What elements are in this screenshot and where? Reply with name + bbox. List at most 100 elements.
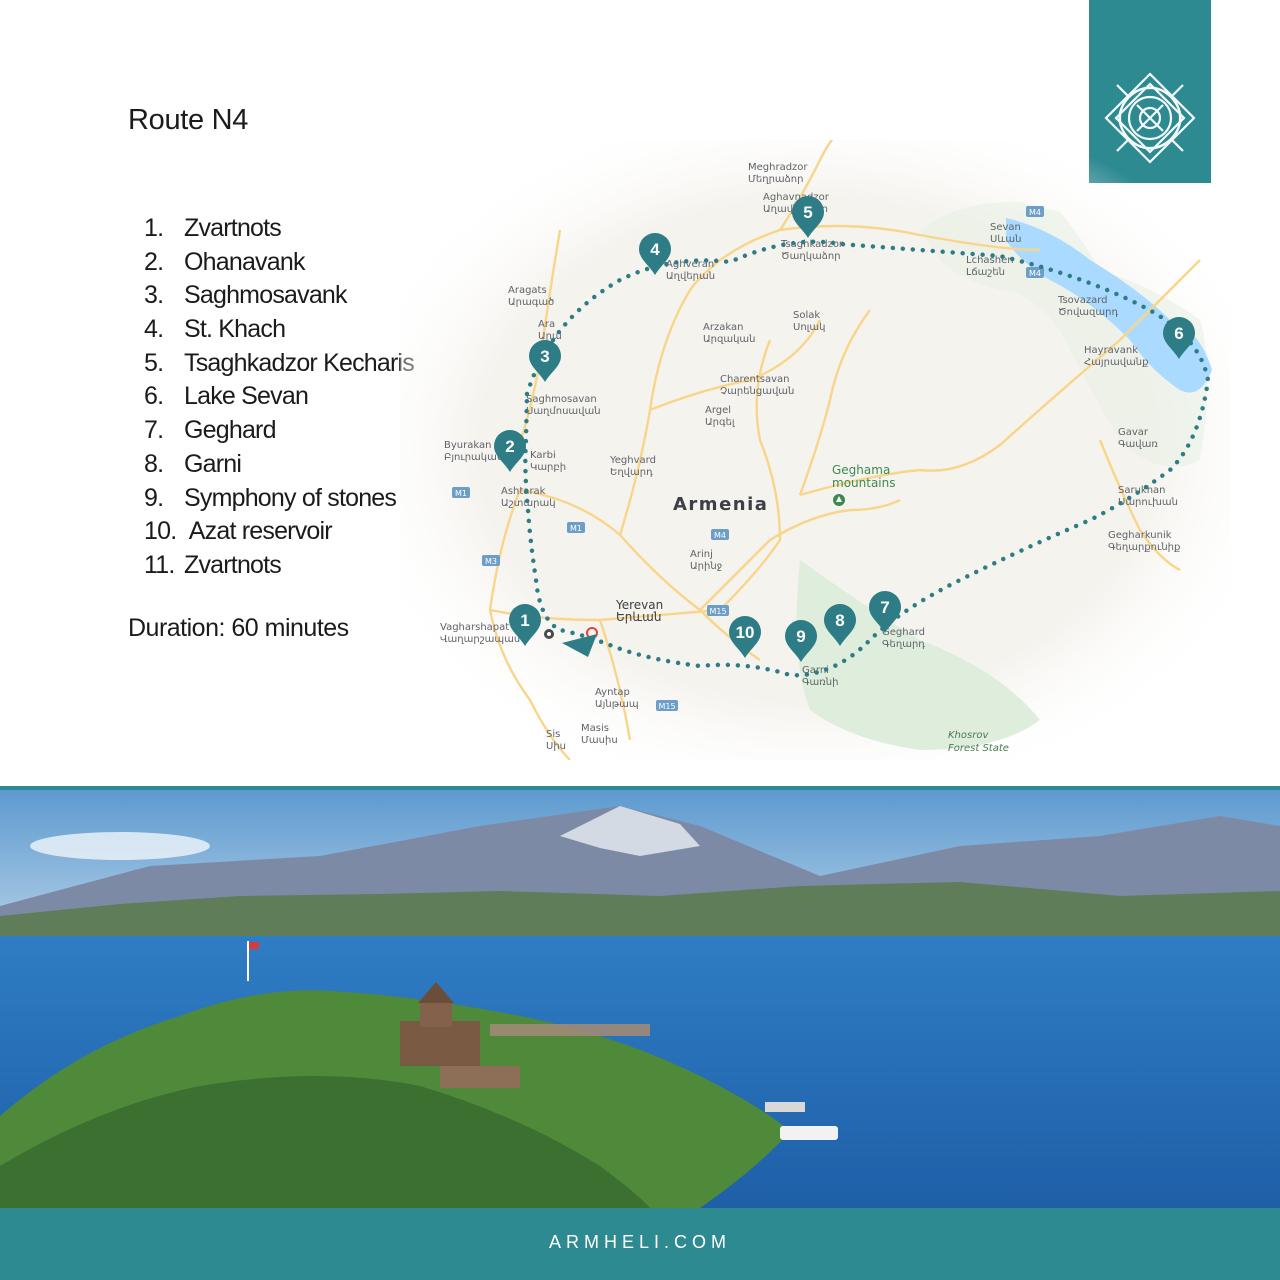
lake-sevan: [1006, 218, 1212, 393]
cloud: [30, 832, 210, 860]
list-item: 5.Tsaghkadzor Kecharis: [144, 347, 415, 381]
stop-number: 3.: [144, 281, 164, 310]
route-pin-4[interactable]: 4: [639, 233, 671, 275]
stop-name: Azat reservoir: [184, 517, 333, 546]
snow-cap: [560, 806, 700, 856]
pin-number: 9: [796, 627, 805, 646]
stop-number: 5.: [144, 348, 164, 377]
pier: [765, 1102, 805, 1112]
duration-text: Duration: 60 minutes: [128, 614, 349, 642]
svg-text:M1: M1: [455, 489, 467, 498]
stop-name: Lake Sevan: [184, 382, 309, 411]
stop-name: Zvartnots: [184, 550, 282, 579]
terrain-area: [920, 201, 1208, 467]
road-badge-m1-west: M1: [452, 487, 470, 498]
route-pin-8[interactable]: 8: [824, 604, 856, 646]
route-path: [523, 239, 1211, 678]
svg-text:M3: M3: [485, 557, 497, 566]
pin-number: 3: [540, 347, 549, 366]
route-pin-7[interactable]: 7: [869, 591, 901, 633]
pin-number: 10: [736, 623, 755, 642]
pin-number: 4: [650, 240, 660, 259]
pin-number: 7: [880, 598, 889, 617]
pin-number: 1: [520, 611, 529, 630]
route-pin-10[interactable]: 10: [729, 616, 761, 658]
pin-number: 8: [835, 611, 844, 630]
route-pins: 1 2 3 4 5 6 7 8 9 10: [494, 196, 1195, 662]
stop-name: Symphony of stones: [184, 483, 397, 512]
stop-name: Zvartnots: [184, 214, 282, 242]
hills: [0, 882, 1280, 941]
map-pin-icon: [792, 196, 824, 238]
map-pin-icon: [824, 604, 856, 646]
lake-sevan-photo: [0, 786, 1280, 1208]
route-pin-5[interactable]: 5: [792, 196, 824, 238]
route-pin-2[interactable]: 2: [494, 430, 526, 472]
list-item: 2. Ohanavank: [144, 246, 414, 280]
map-pin-icon: [869, 591, 901, 633]
svg-text:M4: M4: [1029, 208, 1041, 217]
direction-arrow-icon: [562, 634, 597, 657]
website-link[interactable]: ARMHELI.COM: [548, 1232, 731, 1252]
road-badges: M4 M4 M1 M1 M3 M4 M15 M15: [452, 206, 1044, 711]
route-pin-3[interactable]: 3: [529, 340, 561, 382]
route-pin-9[interactable]: 9: [785, 620, 817, 662]
route-pin-1[interactable]: 1: [509, 604, 541, 646]
mountain-glyph: [836, 496, 842, 502]
page-title: Route N4: [128, 104, 249, 136]
footer-bar: ARMHELI.COM: [0, 1208, 1280, 1280]
stop-number: 7.: [144, 416, 164, 445]
forest-area: [796, 560, 1040, 750]
map-pin-icon: [729, 616, 761, 658]
list-item: 1. Zvartnots: [144, 212, 414, 246]
route-pin-6[interactable]: 6: [1163, 317, 1195, 359]
stop-number: 9.: [144, 483, 164, 512]
list-item: 8.Garni: [144, 448, 414, 482]
list-item: 11.Zvartnots: [144, 549, 414, 583]
svg-text:M1: M1: [570, 524, 582, 533]
list-item: 6.Lake Sevan: [144, 380, 414, 414]
stop-name: Ohanavank: [184, 247, 305, 276]
map-pin-icon: [509, 604, 541, 646]
stop-number: 4.: [144, 315, 164, 344]
svg-text:M4: M4: [714, 531, 726, 540]
pin-number: 6: [1174, 324, 1183, 343]
photo-top-rule: [0, 786, 1280, 790]
stop-name: Geghard: [184, 416, 277, 445]
stop-number: 1.: [144, 214, 164, 242]
list-item: 4.St. Khach: [144, 313, 414, 347]
flag: [249, 942, 259, 949]
map-pin-icon: [529, 340, 561, 382]
vegetation: [0, 1076, 650, 1208]
stop-number: 2.: [144, 247, 164, 276]
svg-text:M15: M15: [658, 702, 675, 711]
map-pin-icon: [1163, 317, 1195, 359]
